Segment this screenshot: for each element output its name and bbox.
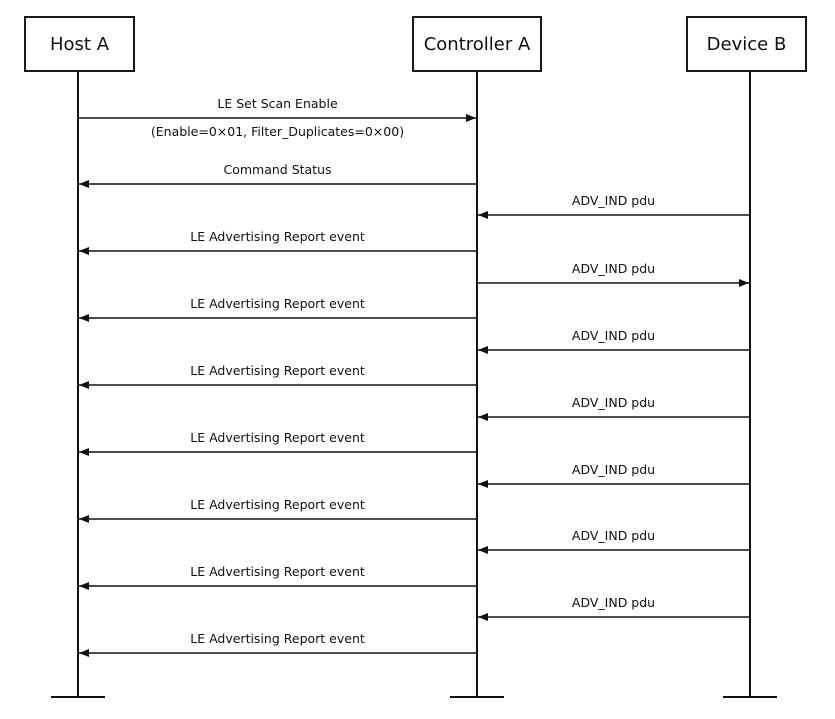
- message-label: LE Advertising Report event: [190, 430, 365, 445]
- participant-label: Controller A: [423, 33, 531, 55]
- message-11: LE Advertising Report event: [79, 497, 477, 523]
- message-12: ADV_IND pdu: [478, 528, 750, 554]
- message-label: LE Advertising Report event: [190, 363, 365, 378]
- message-label: ADV_IND pdu: [572, 462, 655, 477]
- participant-host-a: Host A: [24, 16, 135, 72]
- message-15: LE Advertising Report event: [79, 631, 477, 657]
- message-13: LE Advertising Report event: [79, 564, 477, 590]
- message-label: LE Advertising Report event: [190, 296, 365, 311]
- message-label: LE Set Scan Enable: [217, 96, 338, 111]
- message-label: ADV_IND pdu: [572, 193, 655, 208]
- message-label: LE Advertising Report event: [190, 631, 365, 646]
- message-8: ADV_IND pdu: [478, 395, 750, 421]
- participant-controller-a: Controller A: [412, 16, 542, 72]
- message-label: LE Advertising Report event: [190, 564, 365, 579]
- message-2: ADV_IND pdu: [478, 193, 750, 219]
- message-6: ADV_IND pdu: [478, 328, 750, 354]
- message-10: ADV_IND pdu: [478, 462, 750, 488]
- participant-device-b: Device B: [686, 16, 807, 72]
- participant-label: Host A: [49, 33, 110, 55]
- message-5: LE Advertising Report event: [79, 296, 477, 322]
- message-label: ADV_IND pdu: [572, 328, 655, 343]
- message-label: ADV_IND pdu: [572, 261, 655, 276]
- message-9: LE Advertising Report event: [79, 430, 477, 456]
- message-4: ADV_IND pdu: [477, 261, 749, 287]
- message-0: LE Set Scan Enable (Enable=0×01, Filter_D…: [78, 96, 476, 139]
- message-label: ADV_IND pdu: [572, 595, 655, 610]
- message-1: Command Status: [79, 162, 477, 188]
- message-3: LE Advertising Report event: [79, 229, 477, 255]
- message-14: ADV_IND pdu: [478, 595, 750, 621]
- message-label: ADV_IND pdu: [572, 395, 655, 410]
- participant-label: Device B: [706, 33, 787, 55]
- message-label: LE Advertising Report event: [190, 229, 365, 244]
- message-7: LE Advertising Report event: [79, 363, 477, 389]
- message-label: Command Status: [223, 162, 331, 177]
- message-sublabel: (Enable=0×01, Filter_Duplicates=0×00): [151, 124, 404, 139]
- message-label: ADV_IND pdu: [572, 528, 655, 543]
- message-label: LE Advertising Report event: [190, 497, 365, 512]
